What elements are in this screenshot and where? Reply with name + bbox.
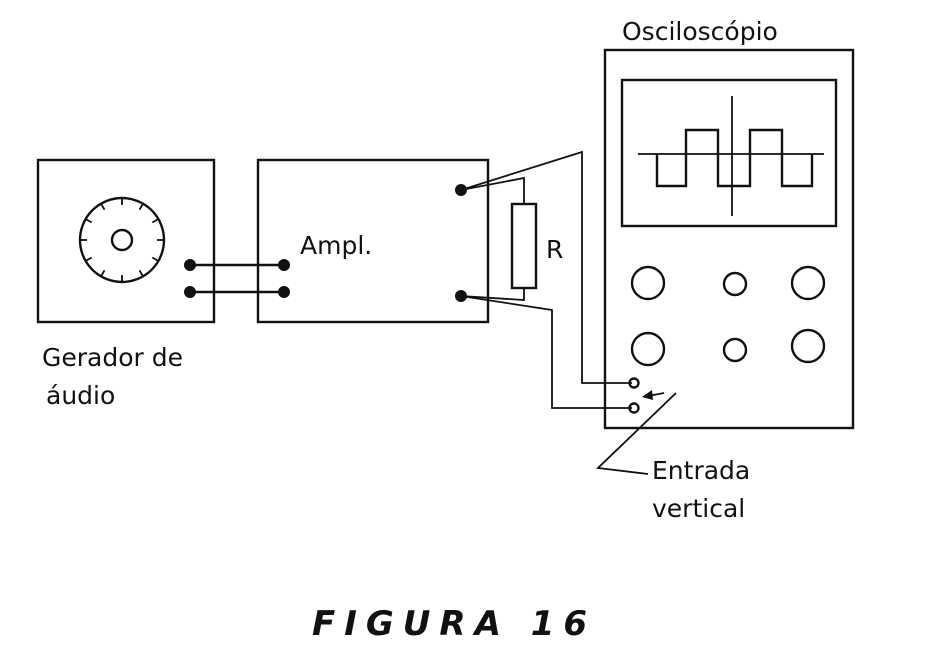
figure-caption: FIGURA 16 xyxy=(312,604,596,644)
wire-to-input-top xyxy=(460,150,632,384)
input-label-line2: vertical xyxy=(652,494,745,523)
generator-amplifier-leads xyxy=(184,259,290,298)
terminal-dot xyxy=(184,286,196,298)
terminal-dot xyxy=(184,259,196,271)
wire-to-input-bottom xyxy=(460,295,632,409)
dial-ticks xyxy=(80,198,164,282)
terminal-dot xyxy=(278,259,290,271)
dial-tick xyxy=(100,203,106,211)
dial-tick xyxy=(85,218,93,224)
wire-to-resistor-top xyxy=(460,176,525,204)
input-label-line1: Entrada xyxy=(652,456,750,485)
amplifier: Ampl. xyxy=(256,158,490,324)
knob[interactable] xyxy=(630,265,666,301)
resistor-label: R xyxy=(546,235,563,264)
dial-tick xyxy=(85,256,93,262)
knob[interactable] xyxy=(790,265,826,301)
terminal-dot xyxy=(278,286,290,298)
knob[interactable] xyxy=(790,328,826,364)
arrow-head-icon xyxy=(642,390,653,400)
knob[interactable] xyxy=(722,271,748,297)
amplifier-label: Ampl. xyxy=(300,231,372,260)
generator-label-line1: Gerador de xyxy=(42,343,183,372)
oscilloscope-box xyxy=(603,48,855,430)
amplifier-box xyxy=(256,158,490,324)
oscilloscope-knobs xyxy=(630,265,826,367)
input-jack-bottom[interactable] xyxy=(628,402,640,414)
square-wave-trace xyxy=(655,128,814,188)
load-resistor: R xyxy=(460,150,632,409)
generator-label-line2: áudio xyxy=(46,381,115,410)
dial-tick xyxy=(100,269,106,277)
dial-tick xyxy=(138,203,144,211)
dial-icon xyxy=(78,196,166,284)
resistor-body xyxy=(510,202,538,290)
audio-generator-box xyxy=(36,158,216,324)
oscilloscope-screen xyxy=(620,78,838,228)
input-leader-line xyxy=(596,392,677,475)
wire-from-resistor-bottom xyxy=(460,288,525,301)
knob[interactable] xyxy=(630,331,666,367)
dial-tick xyxy=(151,218,159,224)
vertical-input-jacks xyxy=(628,377,665,414)
knob[interactable] xyxy=(722,337,748,363)
audio-generator xyxy=(36,158,216,324)
oscilloscope: Osciloscópio xyxy=(603,17,855,430)
dial-tick xyxy=(151,256,159,262)
input-jack-top[interactable] xyxy=(628,377,640,389)
oscilloscope-label: Osciloscópio xyxy=(622,17,778,46)
dial-tick xyxy=(138,269,144,277)
